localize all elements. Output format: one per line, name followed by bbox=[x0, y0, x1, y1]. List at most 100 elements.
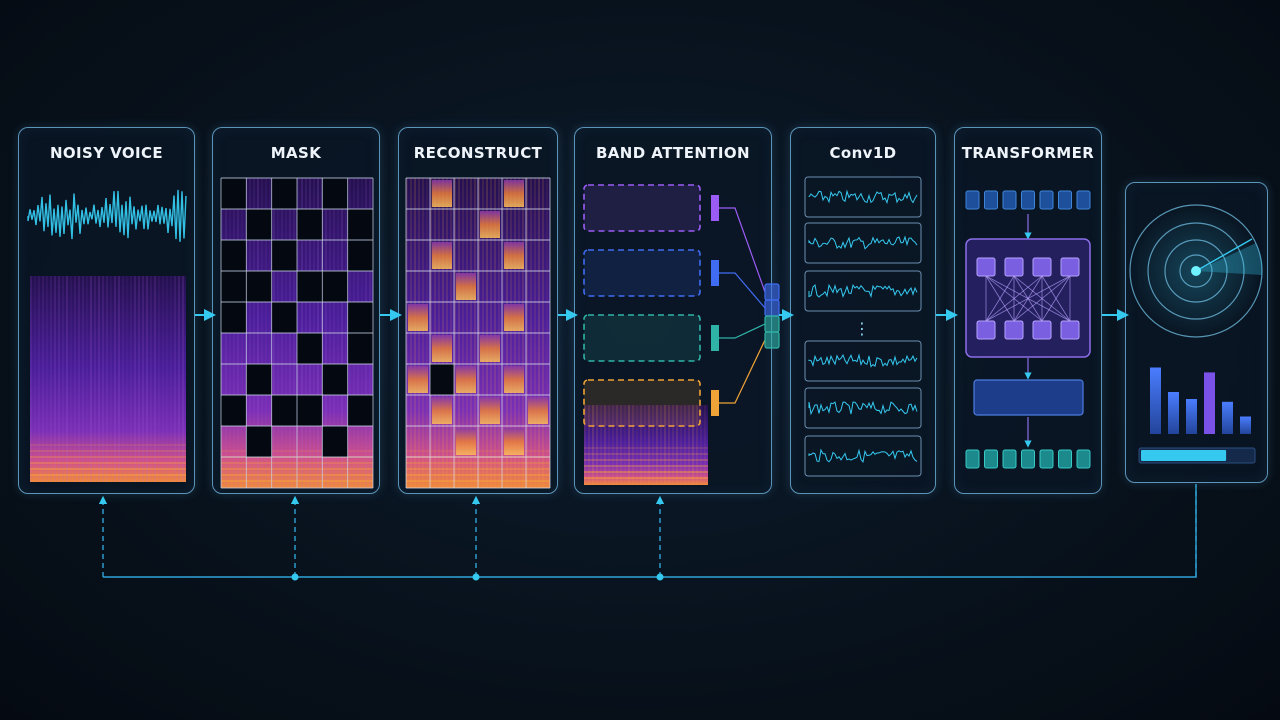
transformer-input-token bbox=[1076, 190, 1091, 210]
feedback-junction bbox=[291, 573, 299, 581]
band-orange-gate bbox=[711, 390, 719, 416]
panel-title-band-attention: BAND ATTENTION bbox=[595, 144, 751, 162]
mask-cell bbox=[271, 395, 297, 426]
band-spectrogram-streak bbox=[684, 405, 686, 485]
mask-cell bbox=[246, 209, 272, 240]
band-purple-box bbox=[583, 184, 701, 232]
panel-title-mask: MASK bbox=[270, 144, 322, 162]
noisy-spectrogram-harmonic bbox=[30, 444, 186, 446]
mask-cell bbox=[322, 271, 348, 302]
band-spectrogram-streak bbox=[608, 405, 610, 485]
recon-cell bbox=[504, 242, 524, 269]
conv1d-signal bbox=[808, 448, 918, 464]
noisy-spectrogram-streak bbox=[134, 276, 136, 482]
band-spectrogram-streak bbox=[620, 405, 622, 485]
conv1d-signal bbox=[808, 283, 918, 299]
output-bar bbox=[1222, 401, 1233, 434]
mask-cell bbox=[347, 240, 373, 271]
band-spectrogram-harmonic bbox=[584, 453, 708, 455]
noisy-spectrogram-streak bbox=[42, 276, 44, 482]
noisy-spectrogram-base bbox=[30, 276, 186, 482]
noisy-spectrogram-streak bbox=[70, 276, 72, 482]
transformer-output-token bbox=[965, 449, 980, 469]
noisy-spectrogram-harmonic bbox=[30, 450, 186, 452]
band-blue-box bbox=[583, 249, 701, 297]
mask-cell bbox=[297, 209, 323, 240]
band-teal-link bbox=[719, 323, 766, 339]
feedback-junction bbox=[656, 573, 664, 581]
noisy-spectrogram-streak bbox=[46, 276, 48, 482]
recon-cell bbox=[408, 366, 428, 393]
recon-cell bbox=[456, 428, 476, 455]
transformer-output-token bbox=[984, 449, 998, 469]
noisy-spectrogram-streak bbox=[50, 276, 52, 482]
recon-cell bbox=[456, 366, 476, 393]
mask-cell bbox=[322, 364, 348, 395]
output-bar bbox=[1204, 372, 1215, 434]
mask-cell bbox=[221, 178, 247, 209]
noisy-spectrogram-streak bbox=[174, 276, 176, 482]
mask-cell bbox=[221, 240, 247, 271]
attention-node bbox=[976, 320, 996, 340]
band-spectrogram-streak bbox=[664, 405, 666, 485]
conv1d-signal bbox=[808, 400, 918, 416]
radar-ring bbox=[1147, 222, 1245, 320]
recon-cell bbox=[504, 366, 524, 393]
radar-ring bbox=[1129, 204, 1263, 338]
noisy-spectrogram-streak bbox=[102, 276, 104, 482]
noisy-spectrogram-streak bbox=[34, 276, 36, 482]
mask-cell bbox=[271, 302, 297, 333]
noisy-spectrogram-streak bbox=[86, 276, 88, 482]
attention-edge bbox=[1013, 275, 1071, 322]
band-spectrogram-harmonic bbox=[584, 477, 708, 479]
panel-title-transformer: TRANSFORMER bbox=[961, 144, 1095, 162]
panel-title-noisy-voice: NOISY VOICE bbox=[49, 144, 164, 162]
fusion-node bbox=[764, 299, 780, 317]
recon-cell bbox=[504, 428, 524, 455]
mask-cell bbox=[347, 302, 373, 333]
band-teal-gate bbox=[711, 325, 719, 351]
transformer-input-token bbox=[1021, 190, 1035, 210]
noisy-spectrogram-streak bbox=[78, 276, 80, 482]
fusion-node bbox=[764, 331, 780, 349]
noisy-spectrogram-harmonic bbox=[30, 474, 186, 476]
radar-beam bbox=[1195, 238, 1253, 272]
radar-center bbox=[1191, 266, 1201, 276]
noisy-spectrogram-harmonic bbox=[30, 462, 186, 464]
feedback-bus bbox=[103, 484, 1197, 578]
conv1d-track bbox=[804, 270, 922, 312]
noisy-spectrogram-streak bbox=[118, 276, 120, 482]
conv1d-track bbox=[804, 387, 922, 429]
attention-node bbox=[976, 257, 996, 277]
band-spectrogram-streak bbox=[624, 405, 626, 485]
feedback-junction bbox=[472, 573, 480, 581]
band-spectrogram-base bbox=[584, 405, 708, 485]
band-orange-link bbox=[719, 339, 766, 404]
band-purple-gate bbox=[711, 195, 719, 221]
noisy-spectrogram-streak bbox=[66, 276, 68, 482]
noisy-spectrogram-streak bbox=[162, 276, 164, 482]
transformer-output-token bbox=[1002, 449, 1017, 469]
band-spectrogram-streak bbox=[584, 405, 586, 485]
band-spectrogram-streak bbox=[632, 405, 634, 485]
band-spectrogram-streak bbox=[680, 405, 682, 485]
recon-cell bbox=[480, 211, 500, 238]
transformer-output-token bbox=[1039, 449, 1054, 469]
noisy-spectrogram-streak bbox=[74, 276, 76, 482]
noisy-spectrogram-streak bbox=[30, 276, 32, 482]
recon-cell bbox=[456, 273, 476, 300]
mask-cell bbox=[271, 178, 297, 209]
panel-title-conv1d: Conv1D bbox=[829, 144, 897, 162]
recon-cell bbox=[432, 335, 452, 362]
recon-cell bbox=[432, 397, 452, 424]
output-bar bbox=[1186, 399, 1197, 434]
noisy-spectrogram-streak bbox=[98, 276, 100, 482]
conv1d-signal bbox=[808, 189, 918, 205]
feedforward-block bbox=[973, 379, 1084, 416]
output-progress-fill bbox=[1141, 450, 1227, 461]
band-spectrogram-streak bbox=[628, 405, 630, 485]
mask-cell bbox=[297, 395, 323, 426]
band-teal-box bbox=[583, 314, 701, 362]
band-spectrogram-streak bbox=[696, 405, 698, 485]
